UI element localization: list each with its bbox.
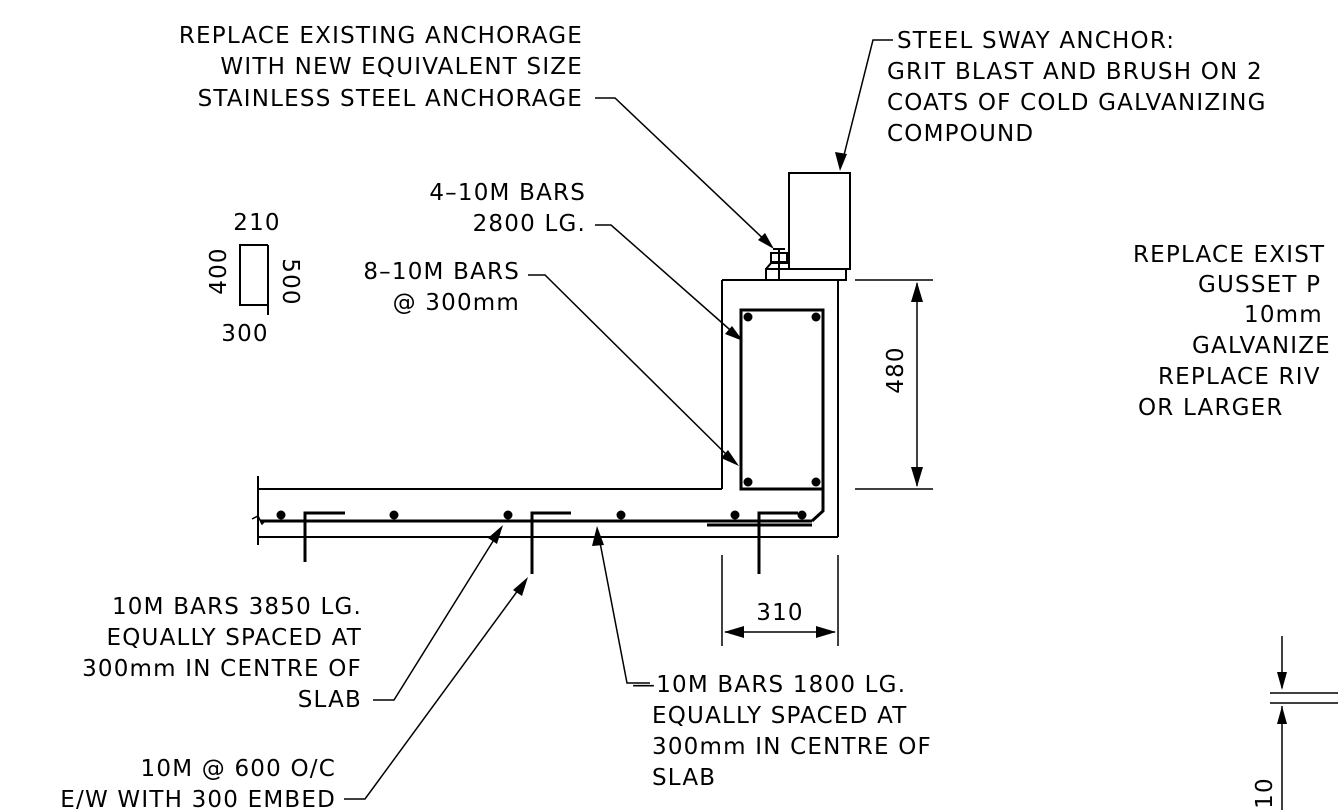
note-gusset-line-3: 10mm [1244, 302, 1323, 328]
note-3850-bars-line-2: EQUALLY SPACED AT [107, 625, 362, 651]
note-anchorage: REPLACE EXISTING ANCHORAGE WITH NEW EQUI… [179, 23, 583, 112]
leader-sway-anchor [835, 39, 893, 171]
note-sway-anchor-line-3: COATS OF COLD GALVANIZING [887, 90, 1267, 116]
note-stirrup-bars: 8–10M BARS @ 300mm [363, 259, 520, 316]
leader-600-bars [344, 577, 528, 800]
note-stirrup-bars-line-2: @ 300mm [393, 290, 520, 316]
note-sway-anchor-line-4: COMPOUND [887, 121, 1034, 147]
slab-outline [251, 476, 838, 545]
note-3850-bars-line-4: SLAB [298, 687, 362, 713]
note-3850-bars-line-1: 10M BARS 3850 LG. [112, 594, 362, 620]
partial-dim-label: 10 [1252, 777, 1278, 809]
note-gusset: REPLACE EXIST GUSSET P 10mm GALVANIZE RE… [1133, 242, 1331, 421]
note-sway-anchor: STEEL SWAY ANCHOR: GRIT BLAST AND BRUSH … [887, 28, 1267, 147]
leader-top-bars [595, 224, 743, 341]
stirrup-dim-bottom: 300 [221, 321, 269, 347]
note-gusset-line-4: GALVANIZE [1192, 333, 1331, 359]
leader-3850-bars [373, 525, 503, 701]
stirrup-detail: 210 400 500 300 [206, 210, 303, 347]
note-top-bars: 4–10M BARS 2800 LG. [429, 180, 586, 237]
note-sway-anchor-line-1: STEEL SWAY ANCHOR: [897, 28, 1175, 54]
note-gusset-line-2: GUSSET P [1198, 272, 1321, 298]
leader-anchorage [595, 97, 774, 249]
note-1800-bars-line-1: —10M BARS 1800 LG. [632, 672, 906, 698]
leader-stirrups [528, 274, 739, 466]
note-1800-bars: —10M BARS 1800 LG. EQUALLY SPACED AT 300… [632, 672, 932, 791]
dimension-width: 310 [721, 555, 839, 646]
dimension-height-label: 480 [883, 346, 909, 394]
curb-outline [721, 279, 839, 537]
note-stirrup-bars-line-1: 8–10M BARS [363, 259, 520, 285]
note-sway-anchor-line-2: GRIT BLAST AND BRUSH ON 2 [887, 59, 1263, 85]
note-anchorage-line-2: WITH NEW EQUIVALENT SIZE [220, 54, 583, 80]
note-1800-bars-line-4: SLAB [652, 765, 716, 791]
note-1800-bars-line-2: EQUALLY SPACED AT [652, 703, 907, 729]
note-gusset-line-1: REPLACE EXIST [1133, 242, 1325, 268]
note-gusset-line-6: OR LARGER [1138, 395, 1284, 421]
note-anchorage-line-1: REPLACE EXISTING ANCHORAGE [179, 23, 583, 49]
stirrup-dim-left: 400 [206, 247, 232, 295]
note-600-bars: 10M @ 600 O/C E/W WITH 300 EMBED [60, 756, 336, 810]
note-top-bars-line-1: 4–10M BARS [429, 180, 586, 206]
steel-sway-anchor [765, 172, 851, 281]
curb-reinforcement [739, 308, 825, 491]
note-anchorage-line-3: STAINLESS STEEL ANCHORAGE [198, 86, 583, 112]
note-3850-bars-line-3: 300mm IN CENTRE OF [82, 656, 362, 682]
leader-1800-bars [592, 526, 650, 684]
note-600-bars-line-2: E/W WITH 300 EMBED [60, 787, 336, 810]
dimension-width-label: 310 [756, 600, 804, 626]
note-3850-bars: 10M BARS 3850 LG. EQUALLY SPACED AT 300m… [82, 594, 362, 713]
note-top-bars-line-2: 2800 LG. [473, 211, 586, 237]
note-600-bars-line-1: 10M @ 600 O/C [141, 756, 336, 782]
slab-reinforcement [260, 489, 825, 574]
partial-detail: 10 [1252, 636, 1338, 810]
stirrup-dim-right: 500 [277, 258, 303, 306]
dimension-height: 480 [855, 279, 933, 490]
stirrup-dim-top: 210 [233, 210, 281, 236]
note-1800-bars-line-3: 300mm IN CENTRE OF [652, 734, 932, 760]
note-gusset-line-5: REPLACE RIV [1158, 364, 1321, 390]
